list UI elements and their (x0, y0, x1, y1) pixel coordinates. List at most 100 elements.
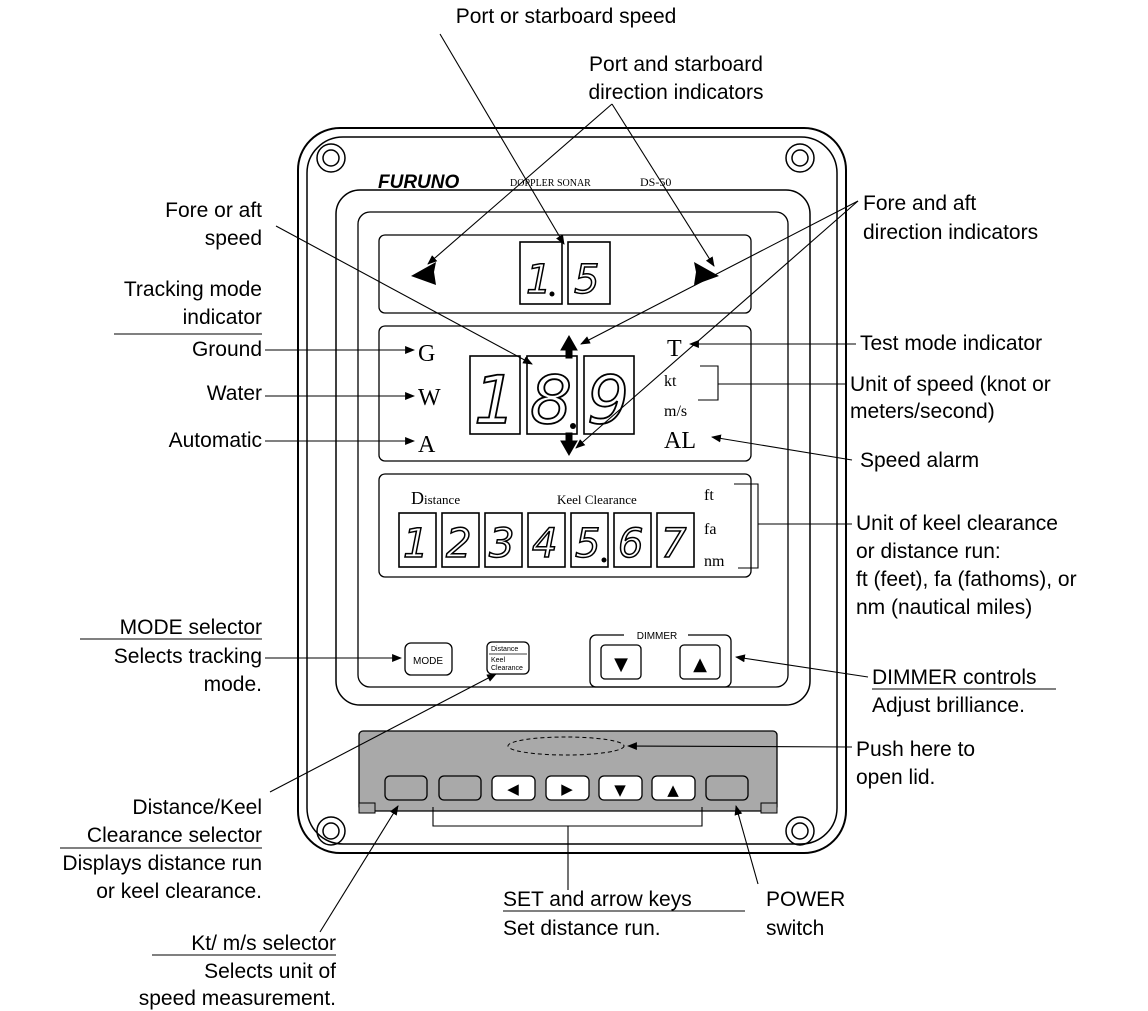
svg-text:Distance: Distance (491, 646, 518, 653)
label-push-2: open lid. (856, 766, 935, 789)
distance-digit: 2 (446, 521, 471, 567)
svg-text:Keel: Keel (491, 657, 505, 664)
label-port-dir-1: Port and starboard (589, 53, 763, 76)
distance-keel-button[interactable]: Distance Keel Clearance (486, 641, 530, 675)
label-dk-selector-2: Clearance selector (87, 824, 262, 847)
label-dk-selector-4: or keel clearance. (96, 880, 262, 903)
label-mode-selector-1: MODE selector (120, 616, 262, 639)
distance-label-initial: D (411, 488, 424, 508)
up-key[interactable]: ▲ (651, 775, 696, 801)
lateral-digit: 1 (526, 257, 551, 303)
distance-digit: 5 (575, 521, 600, 567)
distance-unit-nm: nm (704, 553, 725, 570)
distance-digits: 1 2 3 4 5 6 7 (398, 512, 695, 568)
label-fore-speed-2: speed (205, 227, 262, 250)
leader-lines (265, 33, 869, 933)
label-kt-selector-3: speed measurement. (139, 987, 336, 1010)
label-dk-selector-1: Distance/Keel (132, 796, 262, 819)
label-power-2: switch (766, 917, 824, 940)
speed-unit-ms: m/s (664, 403, 687, 420)
display-panel (335, 189, 811, 706)
distance-digit: 4 (532, 521, 557, 567)
distance-unit-ft: ft (704, 487, 714, 504)
keel-label: Keel Clearance (557, 492, 637, 507)
svg-text:Clearance: Clearance (491, 665, 523, 672)
model-type: DOPPLER SONAR (510, 178, 591, 189)
right-key[interactable]: ▶ (545, 775, 590, 801)
dimmer-up-button[interactable]: ▲ (679, 644, 721, 680)
left-arrow-icon: ◀ (507, 780, 519, 798)
lateral-digit: 5 (574, 257, 599, 303)
label-ground: Ground (192, 338, 262, 361)
set-key[interactable] (438, 775, 482, 801)
test-indicator: T (667, 336, 682, 362)
label-power-1: POWER (766, 888, 845, 911)
label-fore-speed-1: Fore or aft (165, 199, 262, 222)
label-speed-unit-1: Unit of speed (knot or (850, 373, 1051, 396)
up-arrow-icon: ▲ (693, 654, 707, 675)
svg-text:MODE: MODE (413, 656, 443, 667)
label-set-keys-1: SET and arrow keys (503, 888, 692, 911)
label-test-mode: Test mode indicator (860, 332, 1042, 355)
mode-letter-a: A (418, 432, 436, 458)
model-name: DS-50 (640, 175, 671, 189)
starboard-arrow-icon (694, 262, 719, 285)
screw-icon (785, 143, 815, 173)
up-arrow-icon: ▲ (667, 781, 679, 799)
port-arrow-icon (411, 262, 436, 285)
dimmer-group: DIMMER ▼ ▲ (589, 629, 732, 688)
label-automatic: Automatic (169, 429, 262, 452)
label-port-speed: Port or starboard speed (456, 5, 677, 28)
distance-digit: 1 (403, 521, 428, 567)
push-area[interactable] (507, 736, 625, 756)
label-fore-dir-1: Fore and aft (863, 192, 976, 215)
label-water: Water (207, 382, 262, 405)
distance-digit: 7 (661, 521, 687, 567)
label-tracking-2: indicator (183, 306, 262, 329)
down-arrow-icon: ▼ (614, 654, 628, 675)
speed-unit-kt: kt (664, 373, 677, 390)
mode-button[interactable]: MODE (404, 642, 453, 676)
label-kt-selector-1: Kt/ m/s selector (191, 932, 336, 955)
label-fore-dir-2: direction indicators (863, 221, 1038, 244)
fore-aft-speed-display: 1 8 9 G W A T kt m/s AL (378, 325, 752, 462)
fore-arrow-icon (560, 334, 578, 359)
label-mode-selector-3: mode. (204, 673, 262, 696)
label-keel-unit-3: ft (feet), fa (fathoms), or (856, 568, 1077, 591)
label-set-keys-2: Set distance run. (503, 917, 661, 940)
distance-label: istance (424, 492, 460, 507)
label-speed-alarm: Speed alarm (860, 449, 979, 472)
power-key[interactable] (705, 775, 749, 801)
label-dimmer-1: DIMMER controls (872, 666, 1037, 689)
label-kt-selector-2: Selects unit of (204, 960, 336, 983)
label-port-dir-2: direction indicators (588, 81, 763, 104)
lid-keys: ◀ ▶ ▼ ▲ (384, 775, 749, 801)
distance-unit-fa: fa (704, 521, 716, 538)
fore-aft-digit: 1 (474, 362, 516, 439)
mode-letter-w: W (418, 385, 441, 411)
kt-ms-key[interactable] (384, 775, 428, 801)
label-keel-unit-4: nm (nautical miles) (856, 596, 1032, 619)
fore-aft-digit: 9 (587, 362, 629, 439)
label-speed-unit-2: meters/second) (850, 400, 995, 423)
left-key[interactable]: ◀ (491, 775, 536, 801)
lateral-speed-display: 1 5 (378, 234, 752, 314)
label-push-1: Push here to (856, 738, 975, 761)
alarm-indicator: AL (664, 428, 696, 454)
dimmer-down-button[interactable]: ▼ (600, 644, 642, 680)
distance-display: D istance Keel Clearance 1 2 3 4 5 6 7 f… (378, 473, 759, 578)
screw-icon (316, 143, 346, 173)
label-keel-unit-2: or distance run: (856, 540, 1001, 563)
screw-icon (785, 816, 815, 846)
right-arrow-icon: ▶ (561, 780, 573, 798)
screw-icon (316, 816, 346, 846)
down-key[interactable]: ▼ (598, 775, 643, 801)
distance-digit: 3 (489, 521, 514, 567)
mode-letter-g: G (418, 341, 435, 367)
label-dk-selector-3: Displays distance run (62, 852, 262, 875)
label-dimmer-2: Adjust brilliance. (872, 694, 1025, 717)
lid[interactable] (358, 730, 778, 814)
label-keel-unit-1: Unit of keel clearance (856, 512, 1058, 535)
fore-aft-digit: 8 (530, 362, 572, 439)
dimmer-label: DIMMER (637, 631, 678, 642)
